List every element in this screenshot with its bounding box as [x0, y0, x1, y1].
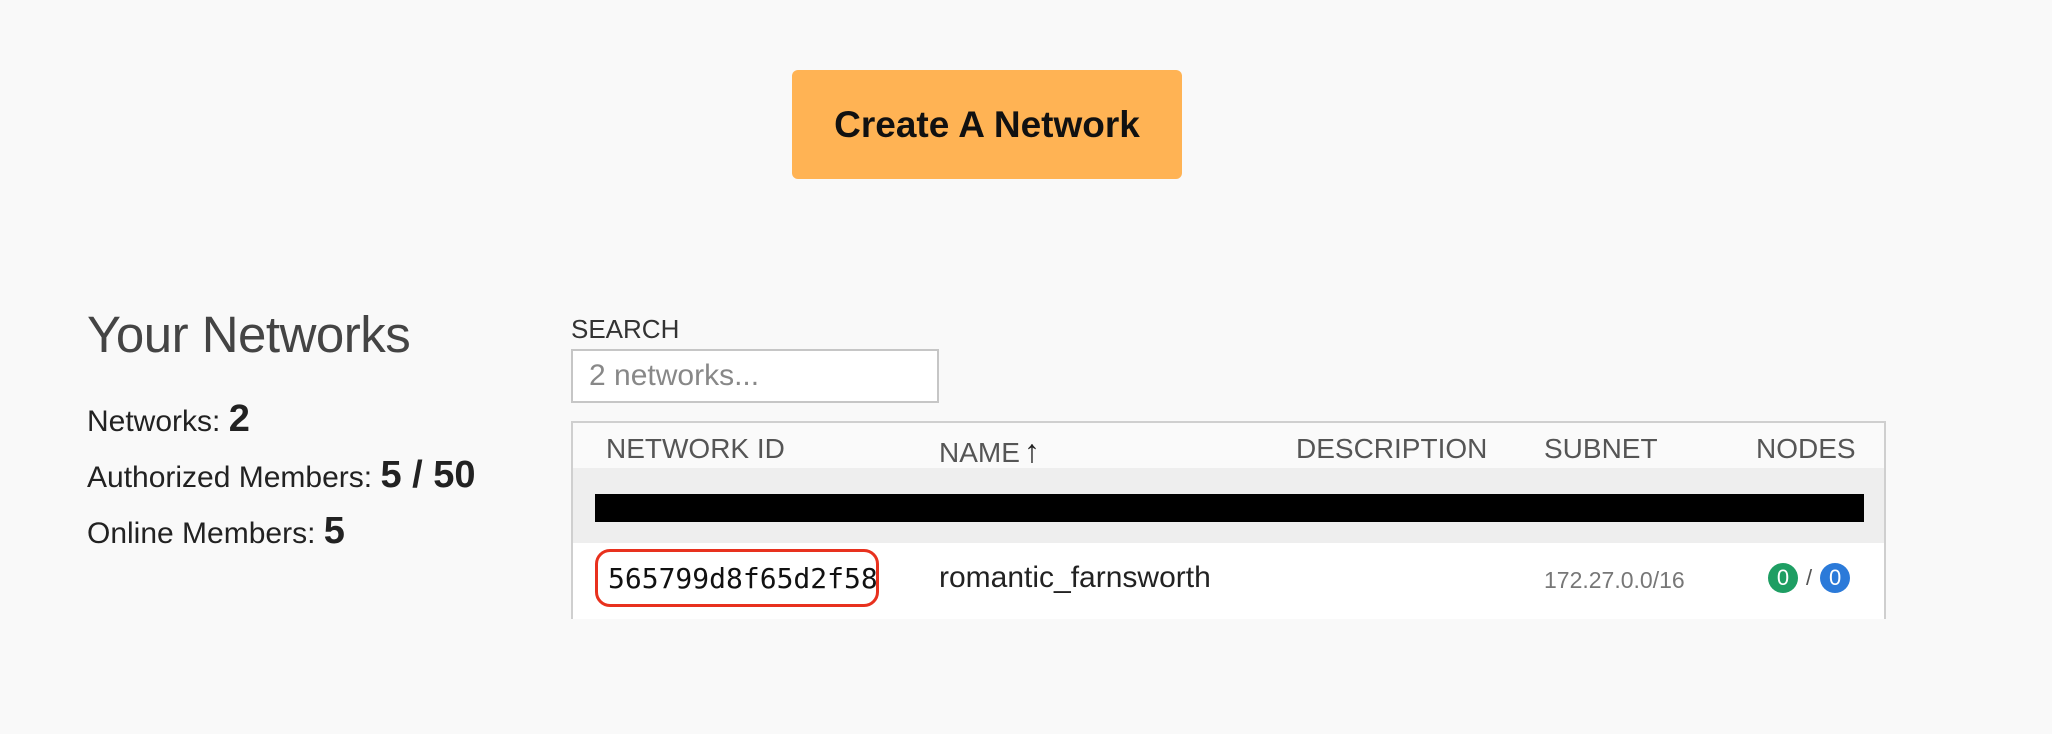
network-id-link[interactable]: 565799d8f65d2f58	[595, 549, 879, 607]
nodes-separator: /	[1806, 565, 1813, 590]
redaction-bar	[595, 494, 1864, 522]
networks-count-label: Networks:	[87, 405, 221, 438]
authorized-members-value: 5 / 50	[380, 454, 476, 496]
networks-table: NETWORK ID NAME↑ DESCRIPTION SUBNET NODE…	[571, 421, 1886, 619]
online-members: Online Members: 5	[87, 510, 345, 553]
online-members-value: 5	[323, 510, 345, 552]
network-nodes: 0 / 0	[1768, 563, 1851, 593]
network-subnet: 172.27.0.0/16	[1544, 567, 1685, 593]
online-members-label: Online Members:	[87, 517, 316, 550]
authorized-nodes-badge: 0	[1768, 563, 1798, 593]
header-name-label: NAME	[939, 437, 1020, 468]
header-name[interactable]: NAME↑	[939, 433, 1040, 470]
create-network-button[interactable]: Create A Network	[792, 70, 1182, 179]
networks-summary-heading-wrap: Your Networks	[87, 305, 411, 364]
networks-count-value: 2	[228, 398, 250, 440]
table-row[interactable]: 565799d8f65d2f58 romantic_farnsworth 172…	[573, 543, 1884, 619]
authorized-members: Authorized Members: 5 / 50	[87, 454, 476, 497]
network-name: romantic_farnsworth	[939, 561, 1211, 594]
page-title: Your Networks	[87, 306, 411, 363]
networks-count: Networks: 2	[87, 398, 250, 441]
table-row-redacted[interactable]	[573, 468, 1884, 543]
search-label: SEARCH	[571, 314, 680, 344]
authorized-members-label: Authorized Members:	[87, 461, 373, 494]
header-network-id[interactable]: NETWORK ID	[606, 433, 785, 464]
search-input[interactable]	[571, 349, 939, 403]
header-subnet[interactable]: SUBNET	[1544, 433, 1658, 464]
sort-ascending-icon: ↑	[1023, 433, 1040, 469]
header-nodes[interactable]: NODES	[1756, 433, 1856, 464]
total-nodes-badge: 0	[1820, 563, 1851, 593]
header-description[interactable]: DESCRIPTION	[1296, 433, 1488, 464]
